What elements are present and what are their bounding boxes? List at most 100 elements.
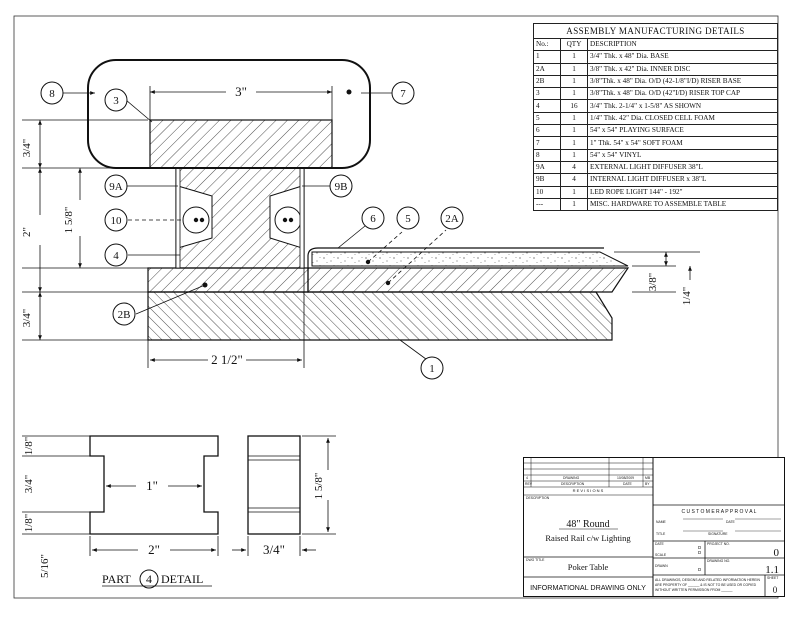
header-qty: QTY [560, 37, 588, 52]
assembly-table-title: ASSEMBLY MANUFACTURING DETAILS [533, 23, 778, 39]
date-value: D [698, 545, 702, 550]
part-detail-balloon [139, 569, 159, 589]
description-label: DESCRIPTION [526, 496, 550, 500]
rev-description: DRAWING [563, 476, 580, 480]
row-qty: 1 [560, 124, 588, 138]
part4-dim-inner: 1" [146, 478, 158, 493]
dim-foam-thickness: 1/4" [681, 287, 693, 306]
balloon-6 [361, 206, 385, 230]
row-description: 1/4" Thk. 42" Dia. CLOSED CELL FOAM [587, 111, 778, 126]
part4-dim-bottom: 1/8" [23, 514, 35, 533]
row-qty: 1 [560, 62, 588, 76]
row-qty: 1 [560, 197, 588, 212]
row-no: 8 [533, 148, 561, 162]
revisions-label: R E V I S I O N S [573, 488, 604, 493]
row-description: 1" Thk. 54" x 54" SOFT FOAM [587, 136, 778, 150]
drawing-no-label: DRAWING NO. [707, 559, 730, 563]
part-detail-number: 4 [146, 572, 152, 586]
row-description: 54" x 54" PLAYING SURFACE [587, 124, 778, 138]
row-qty: 1 [560, 87, 588, 101]
informational-drawing: INFORMATIONAL DRAWING ONLY [530, 583, 646, 592]
base-part [147, 291, 613, 341]
row-description: 3/8"Thk. x 48" Dia. O/D (42"I/D) RISER T… [587, 87, 778, 101]
row-description: LED ROPE LIGHT 144" - 192" [587, 185, 778, 199]
balloon-7-label: 7 [400, 88, 406, 100]
row-no: 7 [533, 136, 561, 150]
assembly-details-table: ASSEMBLY MANUFACTURING DETAILS No.: QTY … [533, 23, 778, 212]
balloon-6-label: 6 [370, 213, 376, 225]
row-no: 6 [533, 124, 561, 138]
title-main: 48" Round [566, 519, 609, 530]
date-label: DATE [726, 520, 736, 524]
row-description: 54" x 54" VINYL [587, 148, 778, 162]
balloon-2a [440, 206, 464, 230]
sheet-border [13, 15, 779, 599]
disclaimer-line-2: ARE PROPERTY OF ______ & IS NOT TO BE US… [655, 583, 757, 587]
balloon-4 [104, 243, 128, 267]
rev-date: 10/08/2009 [617, 476, 634, 480]
rev-by: MB [645, 476, 651, 480]
row-no: 9A [533, 160, 561, 175]
dwg-title-label: DWG TITLE [526, 558, 545, 562]
name-label: NAME [656, 520, 667, 524]
led-rope-right [274, 206, 302, 234]
balloon-4-label: 4 [113, 250, 119, 262]
row-description: 3/4" Thk. x 48" Dia. BASE [587, 50, 778, 64]
row-qty: 16 [560, 99, 588, 113]
row-description: EXTERNAL LIGHT DIFFUSER 38"L [587, 160, 778, 175]
dim-base-thickness: 3/4" [21, 309, 33, 328]
header-description: DESCRIPTION [587, 37, 778, 52]
balloon-9a-label: 9A [109, 181, 123, 193]
balloon-9b [329, 174, 353, 198]
balloon-8 [40, 81, 64, 105]
dim-cap-thickness: 3/4" [21, 139, 33, 158]
title-block: 4 DRAWING 10/08/2009 MB REV DESCRIPTION … [523, 457, 785, 597]
dim-base-width: 2 1/2" [211, 352, 243, 367]
dwg-title: Poker Table [568, 562, 609, 572]
part4-dim-width: 2" [148, 542, 160, 557]
balloon-3-label: 3 [113, 95, 119, 107]
top-cap [149, 119, 333, 169]
row-no: --- [533, 197, 561, 212]
part4-dim-side-width: 3/4" [263, 542, 285, 557]
row-qty: 1 [560, 185, 588, 199]
title-sub: Raised Rail c/w Lighting [545, 533, 631, 543]
customer-approval-label: C U S T O M E R A P P R O V A L [682, 509, 757, 515]
balloon-7 [391, 81, 415, 105]
balloon-3 [104, 88, 128, 112]
scale-label: SCALE [655, 553, 667, 557]
disclaimer-line-3: WITHOUT WRITTEN PERMISSION FROM ______ [655, 588, 733, 592]
balloon-9a [104, 174, 128, 198]
row-qty: 4 [560, 173, 588, 187]
balloon-1 [420, 356, 444, 380]
drawn-label: DRAWN [655, 564, 668, 568]
balloon-2a-label: 2A [445, 213, 459, 225]
balloon-5 [396, 206, 420, 230]
sheet-number: 0 [773, 585, 778, 595]
part4-side-view [247, 435, 301, 535]
row-description: MISC. HARDWARE TO ASSEMBLE TABLE [587, 197, 778, 212]
project-label: PROJECT NO. [707, 542, 730, 546]
row-no: 10 [533, 185, 561, 199]
balloon-10-label: 10 [111, 215, 123, 227]
drawn-value: D [698, 567, 702, 572]
row-no: 5 [533, 111, 561, 126]
balloon-9b-label: 9B [335, 181, 348, 193]
date-field-label: DATE [655, 542, 665, 546]
sheet-label: SHEET [767, 576, 778, 580]
part4-dim-slot: 5/16" [39, 554, 51, 578]
row-no: 2B [533, 74, 561, 89]
vinyl-wrap [87, 59, 371, 169]
